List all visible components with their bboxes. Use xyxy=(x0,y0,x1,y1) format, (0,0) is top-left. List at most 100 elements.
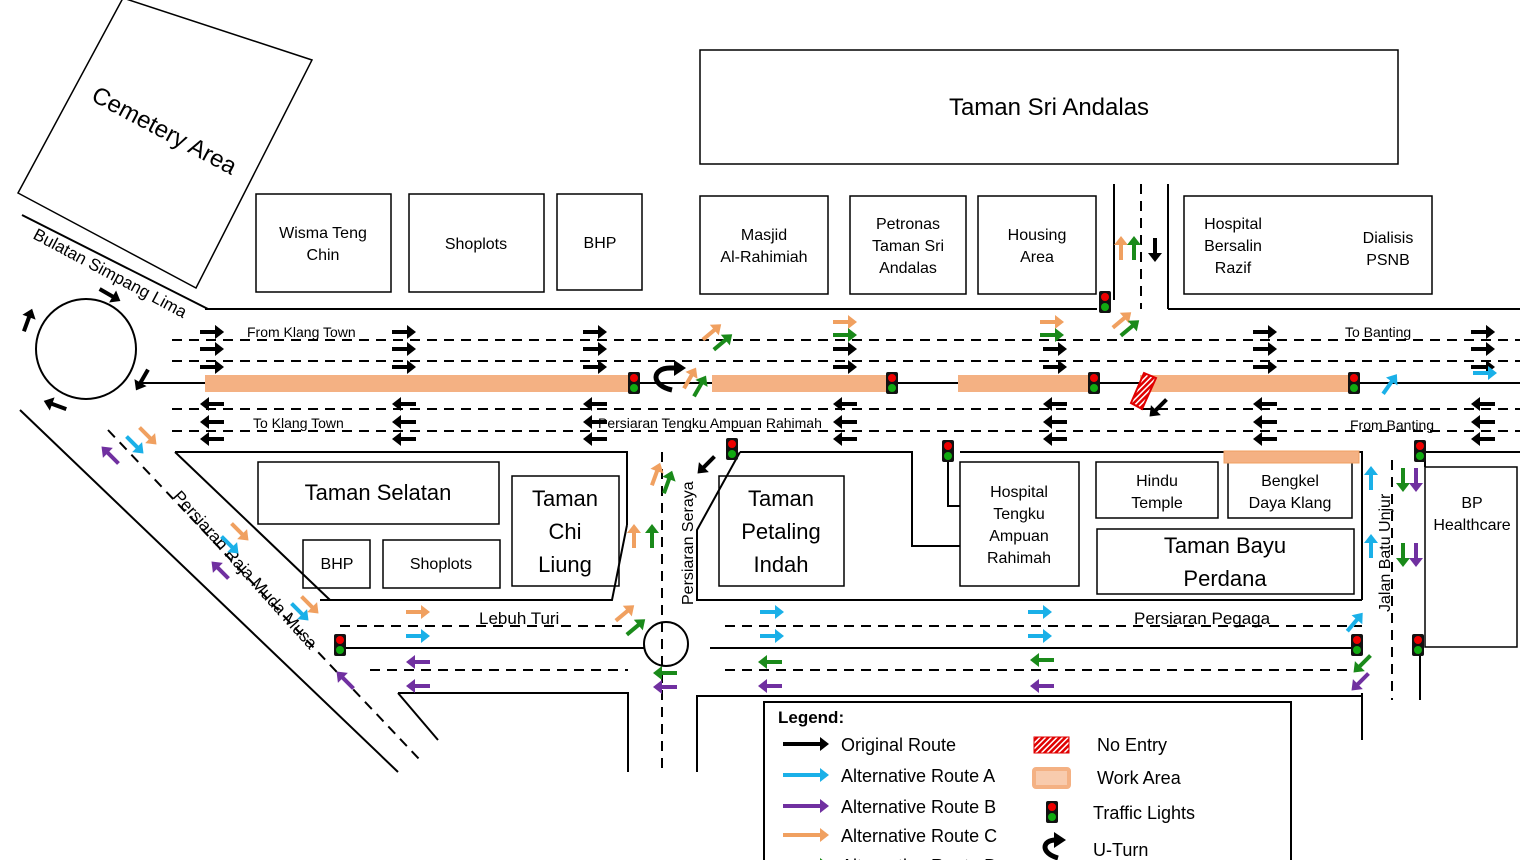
legend-label: Traffic Lights xyxy=(1093,803,1195,823)
legend-label: Original Route xyxy=(841,735,956,755)
route-arrow xyxy=(697,455,716,474)
route-arrow xyxy=(43,397,67,411)
route-arrow xyxy=(1471,415,1495,429)
u-turn-arrowhead xyxy=(1054,832,1066,848)
legend-label: Alternative Route C xyxy=(841,826,997,846)
legend-label: No Entry xyxy=(1097,735,1167,755)
label: Area xyxy=(1020,249,1054,266)
hospital-bersalin-dialisis xyxy=(1183,195,1433,295)
route-arrow xyxy=(758,679,782,693)
route-arrow xyxy=(1253,325,1277,339)
label: Daya Klang xyxy=(1249,495,1332,512)
route-arrow xyxy=(1028,629,1052,643)
route-arrow xyxy=(138,426,157,445)
petronas xyxy=(849,195,967,295)
route-arrow xyxy=(406,655,430,669)
route-arrow xyxy=(200,360,224,374)
label: Temple xyxy=(1131,495,1183,512)
route-arrow xyxy=(760,605,784,619)
taman-selatan xyxy=(257,461,500,525)
taman-bayu-perdana xyxy=(1096,528,1355,595)
route-arrow xyxy=(1471,325,1495,339)
u-turn-icon xyxy=(653,365,676,393)
route-arrow xyxy=(392,342,416,356)
label: Rahimah xyxy=(987,550,1051,567)
route-arrow xyxy=(833,360,857,374)
route-arrow xyxy=(336,671,355,690)
cemetery-area xyxy=(16,0,314,290)
route-arrow xyxy=(22,308,36,332)
traffic-lights xyxy=(334,291,1426,656)
traffic-light-icon xyxy=(886,372,898,394)
no-entry-marker xyxy=(1129,371,1158,411)
label: Petaling xyxy=(741,519,821,544)
label: Taman Sri xyxy=(872,238,944,255)
masjid xyxy=(699,195,829,295)
route-arrow xyxy=(1149,398,1168,417)
legend-label: Work Area xyxy=(1097,768,1182,788)
road-network xyxy=(19,184,1520,773)
route-arrow xyxy=(220,535,239,554)
route-arrow xyxy=(1028,605,1052,619)
housing-area xyxy=(977,195,1097,295)
route-arrows xyxy=(22,236,1497,694)
label: Liung xyxy=(538,552,592,577)
taman-petaling-indah xyxy=(718,475,845,587)
route-arrow xyxy=(614,605,635,623)
route-arrow xyxy=(650,462,664,486)
route-arrow xyxy=(98,287,121,303)
work-area xyxy=(958,375,1088,392)
label: Chi xyxy=(548,519,581,544)
route-arrow xyxy=(1351,672,1370,691)
label: Chin xyxy=(307,247,340,264)
label: Wisma Teng xyxy=(279,225,367,242)
route-arrow xyxy=(392,415,416,429)
road-label-from-klang: From Klang Town xyxy=(247,324,356,340)
route-arrow xyxy=(1148,238,1162,262)
route-arrow xyxy=(1119,320,1140,338)
route-arrow xyxy=(1471,397,1495,411)
traffic-light-icon xyxy=(1348,372,1360,394)
wisma-teng-chin xyxy=(255,193,392,293)
route-arrow xyxy=(662,470,676,494)
traffic-light-icon xyxy=(1351,634,1363,656)
route-arrow xyxy=(1043,397,1067,411)
route-arrow xyxy=(230,522,249,541)
traffic-light-icon xyxy=(1088,372,1100,394)
route-arrow xyxy=(1111,312,1132,330)
label: Taman xyxy=(748,486,814,511)
route-arrow xyxy=(1030,653,1054,667)
route-arrow xyxy=(1040,315,1064,329)
label: Andalas xyxy=(879,260,937,277)
route-arrow xyxy=(653,666,677,680)
route-arrow xyxy=(833,397,857,411)
legend-title: Legend: xyxy=(778,708,844,727)
no-entry-icon xyxy=(1033,736,1070,754)
shoplots-top xyxy=(408,193,545,293)
road-label-from-banting: From Banting xyxy=(1350,417,1434,433)
route-arrow xyxy=(200,415,224,429)
label: Perdana xyxy=(1183,566,1267,591)
label: Shoplots xyxy=(445,236,507,253)
road-label-persiaran-seraya: Persiaran Seraya xyxy=(680,481,697,605)
route-arrow xyxy=(783,737,829,751)
work-area xyxy=(1223,450,1360,464)
route-arrow xyxy=(1040,328,1064,342)
route-arrow xyxy=(134,368,150,391)
route-arrow xyxy=(1043,360,1067,374)
work-area xyxy=(1140,375,1350,392)
label: Dialisis xyxy=(1363,230,1414,247)
route-arrow xyxy=(701,324,722,342)
route-arrow xyxy=(1030,679,1054,693)
legend-label: Alternative Route B xyxy=(841,797,996,817)
label: BP xyxy=(1461,495,1482,512)
taman-sri-andalas xyxy=(699,49,1399,165)
traffic-light-icon xyxy=(1414,440,1426,462)
route-arrow xyxy=(645,524,659,548)
route-arrow xyxy=(1345,612,1363,633)
route-arrow xyxy=(1253,415,1277,429)
label: Razif xyxy=(1215,260,1252,277)
route-arrow xyxy=(200,432,224,446)
